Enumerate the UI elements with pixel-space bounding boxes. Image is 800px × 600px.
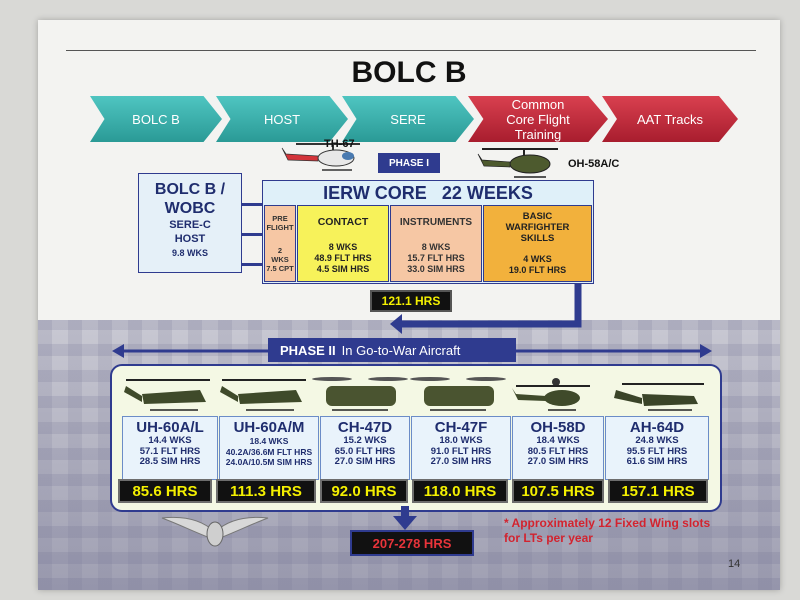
down-arrow-icon — [393, 506, 417, 530]
flow-step-bolc-b: BOLC B — [90, 96, 222, 142]
aircraft-name: UH-60A/L — [136, 419, 204, 436]
aircraft-card-ch47f: CH-47F 18.0 WKS 91.0 FLT HRS 27.0 SIM HR… — [411, 416, 511, 480]
oh58-helicopter-icon — [477, 148, 558, 178]
th67-label: TH-67 — [324, 138, 355, 150]
column-detail: 4 WKS — [523, 254, 552, 264]
slide: BOLC B BOLC B HOST SERE Common Core Flig… — [38, 20, 780, 590]
preflight-column: PRE FLIGHT 2 WKS 7.5 CPT — [264, 205, 296, 282]
aircraft-detail: 95.5 FLT HRS — [626, 445, 688, 457]
aircraft-detail: 40.2A/36.6M FLT HRS — [225, 446, 313, 457]
ch47f-helicopter-icon — [410, 377, 506, 411]
flow-step-label: BOLC B — [132, 111, 180, 127]
th67-helicopter-icon — [281, 143, 360, 171]
column-head: CONTACT — [317, 216, 369, 228]
aircraft-hours: 107.5 HRS — [512, 479, 604, 503]
fixed-wing-note: * Approximately 12 Fixed Wing slots for … — [504, 516, 711, 545]
aircraft-hours: 92.0 HRS — [320, 479, 408, 503]
total-hours-range: 207-278 HRS — [350, 530, 474, 556]
oh58-label: OH-58A/C — [568, 158, 620, 170]
aircraft-detail: 15.2 WKS — [343, 435, 387, 446]
aircraft-detail: 27.0 SIM HRS — [527, 456, 589, 467]
column-head: INSTRUMENTS — [399, 217, 473, 228]
column-detail: 7.5 CPT — [266, 264, 294, 273]
aircraft-card-ch47d: CH-47D 15.2 WKS 65.0 FLT HRS 27.0 SIM HR… — [320, 416, 410, 480]
uh60-helicopter-icon — [124, 379, 210, 411]
phase-2-subtitle: In Go-to-War Aircraft — [341, 342, 461, 358]
aircraft-detail: 91.0 FLT HRS — [430, 445, 492, 457]
aircraft-hours: 157.1 HRS — [608, 479, 708, 503]
aircraft-detail: 14.4 WKS — [148, 435, 192, 446]
column-detail: 8 WKS — [328, 242, 358, 252]
aircraft-detail: 61.6 SIM HRS — [626, 456, 688, 467]
aircraft-name: CH-47F — [434, 419, 488, 436]
aircraft-card-uh60am: UH-60A/M 18.4 WKS 40.2A/36.6M FLT HRS 24… — [219, 416, 319, 480]
oh58d-helicopter-icon — [512, 378, 590, 411]
flow-step-label: HOST — [263, 111, 301, 127]
aircraft-card-uh60al: UH-60A/L 14.4 WKS 57.1 FLT HRS 28.5 SIM … — [122, 416, 218, 480]
ch47d-helicopter-icon — [312, 377, 408, 411]
phase-2-banner: PHASE II In Go-to-War Aircraft — [268, 338, 516, 362]
column-detail: 4.5 SIM HRS — [316, 264, 370, 274]
title-rule — [66, 50, 756, 51]
aircraft-detail: 28.5 SIM HRS — [139, 456, 201, 467]
column-detail: 15.7 FLT HRS — [407, 253, 465, 263]
flow-step-common-core: Common Core Flight Training — [468, 96, 608, 142]
aviator-wings-icon — [161, 516, 269, 547]
ierw-core-title: IERW CORE 22 WEEKS — [323, 183, 533, 203]
aircraft-detail: 27.0 SIM HRS — [334, 456, 396, 467]
aircraft-name: OH-58D — [530, 419, 586, 436]
aircraft-detail: 24.0A/10.5M SIM HRS — [225, 457, 313, 467]
aircraft-name: UH-60A/M — [233, 419, 305, 436]
aircraft-name: AH-64D — [629, 419, 685, 436]
bolc-box-line: SERE-C — [169, 219, 211, 231]
slide-title: BOLC B — [351, 56, 467, 89]
flow-step-aat-tracks: AAT Tracks — [602, 96, 738, 142]
ierw-total-hours: 121.1 HRS — [370, 290, 452, 312]
phase-2-label: PHASE II — [280, 342, 336, 358]
ah64d-helicopter-icon — [614, 383, 704, 411]
page-number: 14 — [728, 558, 741, 570]
flow-arrow — [390, 284, 582, 334]
aircraft-detail: 57.1 FLT HRS — [139, 445, 201, 457]
flow-step-label: Common Core Flight Training — [506, 96, 570, 142]
flow-step-sere: SERE — [342, 96, 474, 142]
column-detail: WKS — [271, 255, 289, 264]
column-head: PRE FLIGHT — [266, 214, 294, 232]
aircraft-detail: 65.0 FLT HRS — [334, 445, 396, 457]
flow-step-host: HOST — [216, 96, 348, 142]
aircraft-card-oh58d: OH-58D 18.4 WKS 80.5 FLT HRS 27.0 SIM HR… — [512, 416, 604, 480]
aircraft-name: CH-47D — [337, 419, 393, 436]
basic-warfighter-column: BASIC WARFIGHTER SKILLS 4 WKS 19.0 FLT H… — [483, 205, 592, 282]
aircraft-card-ah64d: AH-64D 24.8 WKS 95.5 FLT HRS 61.6 SIM HR… — [605, 416, 709, 480]
flow-step-label: AAT Tracks — [637, 111, 703, 127]
connector-line — [242, 203, 262, 206]
contact-column: CONTACT 8 WKS 48.9 FLT HRS 4.5 SIM HRS — [297, 205, 389, 282]
aircraft-detail: 18.4 WKS — [536, 435, 580, 446]
phase-1-label: PHASE I — [378, 153, 440, 173]
aircraft-detail: 24.8 WKS — [635, 435, 679, 446]
connector-line — [242, 233, 262, 236]
instruments-column: INSTRUMENTS 8 WKS 15.7 FLT HRS 33.0 SIM … — [390, 205, 482, 282]
uh60m-helicopter-icon — [220, 379, 306, 411]
aircraft-hours: 111.3 HRS — [216, 479, 316, 503]
connector-line — [242, 263, 262, 266]
aircraft-hours: 85.6 HRS — [118, 479, 212, 503]
aircraft-detail: 18.0 WKS — [439, 435, 483, 446]
aircraft-hours: 118.0 HRS — [412, 479, 508, 503]
column-detail: 8 WKS — [421, 242, 451, 252]
flow-step-label: SERE — [390, 111, 426, 127]
column-detail: 48.9 FLT HRS — [314, 253, 372, 263]
bolc-wobc-box: BOLC B / WOBC SERE-C HOST 9.8 WKS — [138, 173, 242, 273]
bolc-box-line: 9.8 WKS — [171, 248, 208, 258]
column-detail: 2 — [277, 246, 283, 255]
bolc-box-line: HOST — [174, 233, 206, 245]
column-detail: 33.0 SIM HRS — [407, 264, 465, 274]
aircraft-detail: 18.4 WKS — [249, 436, 289, 446]
column-head: BASIC WARFIGHTER SKILLS — [505, 211, 570, 244]
column-detail: 19.0 FLT HRS — [508, 265, 567, 275]
aircraft-detail: 27.0 SIM HRS — [430, 456, 492, 467]
bolc-box-line: BOLC B / — [154, 181, 226, 198]
aircraft-detail: 80.5 FLT HRS — [527, 445, 589, 457]
bolc-box-line: WOBC — [164, 200, 216, 217]
